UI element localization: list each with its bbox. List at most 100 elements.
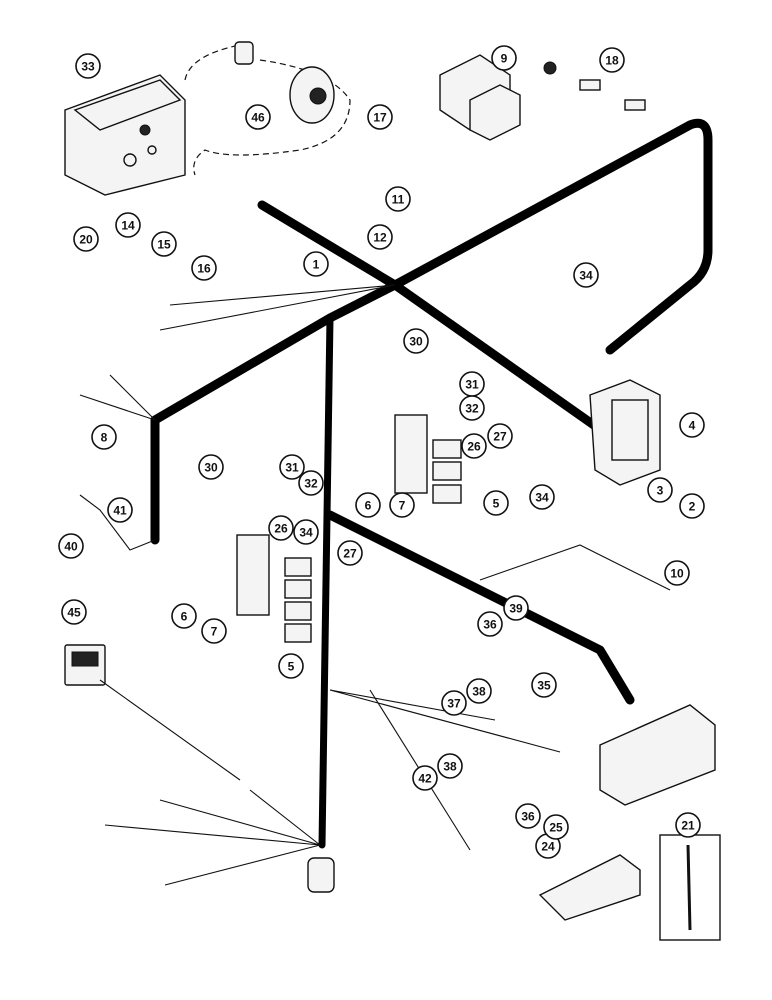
thin-wires xyxy=(79,284,671,886)
callout-label: 11 xyxy=(392,193,405,207)
main-harness xyxy=(150,118,713,849)
callout-36: 36 xyxy=(515,803,541,829)
callout-33: 33 xyxy=(75,53,101,79)
bottom-right-multi-connector xyxy=(599,704,716,806)
callout-label: 32 xyxy=(304,477,318,491)
callout-label: 7 xyxy=(211,625,218,639)
left-fuse-block xyxy=(236,534,312,643)
callout-39: 39 xyxy=(503,595,529,621)
callout-9: 9 xyxy=(491,45,517,71)
callout-label: 30 xyxy=(204,461,218,475)
callout-label: 31 xyxy=(285,461,299,475)
callout-8: 8 xyxy=(91,424,117,450)
sender-connector xyxy=(543,61,646,111)
callout-11: 11 xyxy=(385,186,411,212)
callout-46: 46 xyxy=(245,104,271,130)
bracket xyxy=(538,854,641,921)
callout-34: 34 xyxy=(529,484,555,510)
callout-label: 12 xyxy=(373,231,387,245)
callout-label: 26 xyxy=(274,522,288,536)
callout-26: 26 xyxy=(461,433,487,459)
callout-31: 31 xyxy=(459,371,485,397)
rocker-switch xyxy=(64,644,106,686)
callout-4: 4 xyxy=(679,412,705,438)
callout-label: 38 xyxy=(443,760,457,774)
callout-label: 36 xyxy=(521,810,535,824)
callout-38: 38 xyxy=(466,678,492,704)
callout-15: 15 xyxy=(151,231,177,257)
callout-label: 30 xyxy=(409,335,423,349)
instrument-meter xyxy=(64,74,186,196)
callout-40: 40 xyxy=(58,533,84,559)
relay-part xyxy=(439,54,521,141)
callout-30: 30 xyxy=(403,328,429,354)
callout-label: 35 xyxy=(537,679,551,693)
callout-3: 3 xyxy=(647,477,673,503)
callout-32: 32 xyxy=(459,395,485,421)
harness-end-connector xyxy=(307,857,335,893)
callout-label: 20 xyxy=(79,233,93,247)
callout-label: 16 xyxy=(197,262,211,276)
callout-label: 18 xyxy=(605,54,619,68)
callout-35: 35 xyxy=(531,672,557,698)
callout-label: 26 xyxy=(467,440,481,454)
callout-label: 42 xyxy=(418,772,432,786)
callout-7: 7 xyxy=(389,492,415,518)
callout-label: 36 xyxy=(483,618,497,632)
callout-label: 5 xyxy=(288,660,295,674)
callout-45: 45 xyxy=(61,599,87,625)
callout-14: 14 xyxy=(115,212,141,238)
callout-42: 42 xyxy=(412,765,438,791)
callout-37: 37 xyxy=(441,690,467,716)
callout-27: 27 xyxy=(337,540,363,566)
callout-26: 26 xyxy=(268,515,294,541)
callout-25: 25 xyxy=(543,814,569,840)
callout-label: 9 xyxy=(501,52,508,66)
callout-17: 17 xyxy=(367,104,393,130)
callout-label: 34 xyxy=(535,491,549,505)
callout-label: 37 xyxy=(447,697,461,711)
callout-label: 40 xyxy=(64,540,78,554)
callout-label: 34 xyxy=(299,526,313,540)
callout-10: 10 xyxy=(664,560,690,586)
callout-7: 7 xyxy=(201,618,227,644)
callout-2: 2 xyxy=(679,493,705,519)
callout-label: 6 xyxy=(365,499,372,513)
callout-label: 14 xyxy=(121,219,135,233)
callout-layer: 1234556677891011121415161718202124252626… xyxy=(58,45,705,859)
callout-32: 32 xyxy=(298,470,324,496)
callout-label: 27 xyxy=(493,430,507,444)
callout-label: 38 xyxy=(472,685,486,699)
callout-36: 36 xyxy=(477,611,503,637)
callout-label: 15 xyxy=(157,238,171,252)
callout-31: 31 xyxy=(279,454,305,480)
right-connector-block xyxy=(589,379,661,486)
center-fuse-block xyxy=(394,414,462,504)
callout-18: 18 xyxy=(599,47,625,73)
callout-30: 30 xyxy=(198,454,224,480)
callout-6: 6 xyxy=(355,492,381,518)
callout-label: 2 xyxy=(689,500,696,514)
callout-label: 1 xyxy=(313,258,320,272)
callout-label: 21 xyxy=(681,819,695,833)
callout-21: 21 xyxy=(675,812,701,838)
callout-label: 24 xyxy=(541,840,555,854)
callout-38: 38 xyxy=(437,753,463,779)
callout-5: 5 xyxy=(483,490,509,516)
callout-1: 1 xyxy=(303,251,329,277)
callout-16: 16 xyxy=(191,255,217,281)
callout-label: 34 xyxy=(579,269,593,283)
callout-label: 25 xyxy=(549,821,563,835)
callout-6: 6 xyxy=(171,603,197,629)
horn-part xyxy=(234,41,335,124)
callout-label: 33 xyxy=(81,60,95,74)
callout-label: 17 xyxy=(373,111,387,125)
callout-label: 32 xyxy=(465,402,479,416)
callout-label: 45 xyxy=(67,606,81,620)
callout-label: 5 xyxy=(493,497,500,511)
callout-label: 4 xyxy=(689,419,696,433)
callout-label: 3 xyxy=(657,484,664,498)
callout-label: 39 xyxy=(509,602,523,616)
callout-34: 34 xyxy=(293,519,319,545)
